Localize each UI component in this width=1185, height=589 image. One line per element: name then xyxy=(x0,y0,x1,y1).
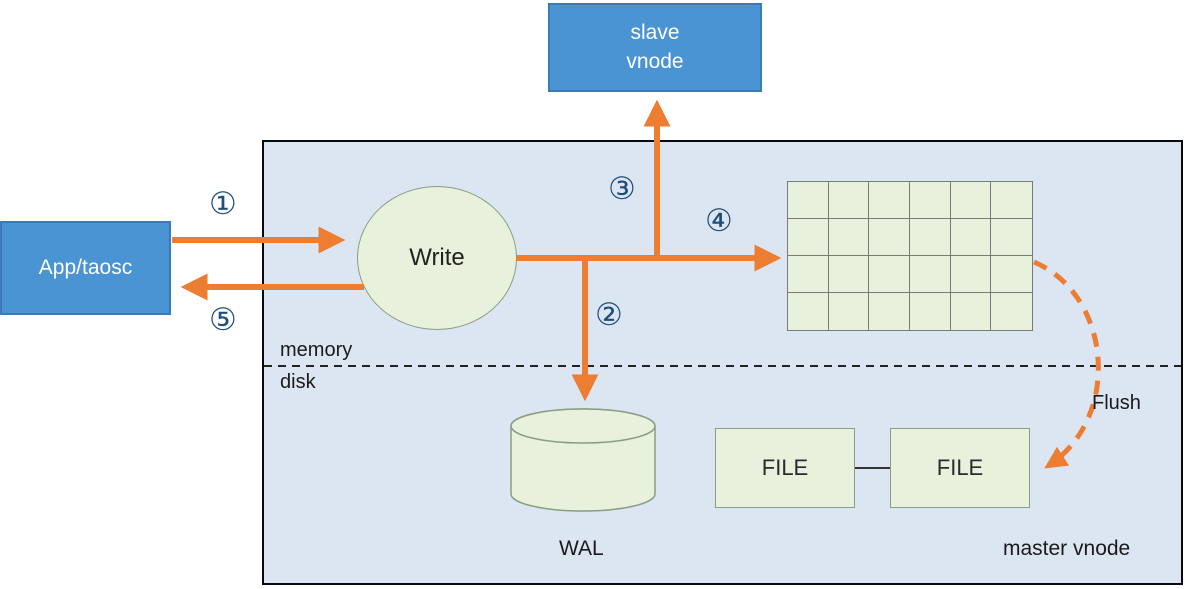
file-left-label: FILE xyxy=(761,455,809,480)
grid-cell xyxy=(991,256,1032,293)
grid-cell xyxy=(910,219,951,256)
file-right-label: FILE xyxy=(936,455,984,480)
grid-cell xyxy=(869,182,910,219)
grid-cell xyxy=(950,219,992,256)
write-node: Write xyxy=(357,186,517,330)
app-taosc-label: App/taosc xyxy=(38,255,133,279)
step-1-badge: ① xyxy=(209,186,237,221)
grid-cell xyxy=(828,256,870,293)
grid-cell xyxy=(829,293,870,330)
file-box-left: FILE xyxy=(715,428,855,508)
wal-label: WAL xyxy=(559,537,604,560)
file-box-right: FILE xyxy=(890,428,1030,508)
disk-label: disk xyxy=(280,371,316,393)
slave-vnode-label-line1: slave xyxy=(630,21,680,45)
grid-cell xyxy=(950,256,992,293)
grid-cell xyxy=(991,293,1032,330)
grid-cell xyxy=(950,182,992,219)
grid-cell xyxy=(788,219,829,256)
grid-cell xyxy=(910,182,951,219)
grid-cell xyxy=(910,256,951,293)
grid-cell xyxy=(788,182,829,219)
grid-cell xyxy=(788,256,829,293)
master-vnode-label: master vnode xyxy=(1003,537,1131,560)
step-3-badge: ③ xyxy=(608,171,636,206)
step-5-badge: ⑤ xyxy=(209,302,237,337)
grid-cell xyxy=(828,182,870,219)
grid-cell xyxy=(788,293,829,330)
slave-vnode-box: slave vnode xyxy=(548,3,762,92)
write-label: Write xyxy=(409,244,465,271)
grid-cell xyxy=(951,293,992,330)
memtable-grid xyxy=(787,181,1033,331)
slave-vnode-label-line2: vnode xyxy=(626,49,684,73)
grid-cell xyxy=(991,182,1032,219)
step-2-badge: ② xyxy=(595,297,623,332)
grid-cell xyxy=(869,256,910,293)
grid-cell xyxy=(828,219,870,256)
step-4-badge: ④ xyxy=(705,203,733,238)
flush-label: Flush xyxy=(1092,392,1141,414)
grid-cell xyxy=(869,219,910,256)
grid-cell xyxy=(869,293,910,330)
grid-cell xyxy=(910,293,951,330)
app-taosc-box: App/taosc xyxy=(0,221,171,315)
grid-cell xyxy=(991,219,1032,256)
memory-label: memory xyxy=(280,339,353,361)
